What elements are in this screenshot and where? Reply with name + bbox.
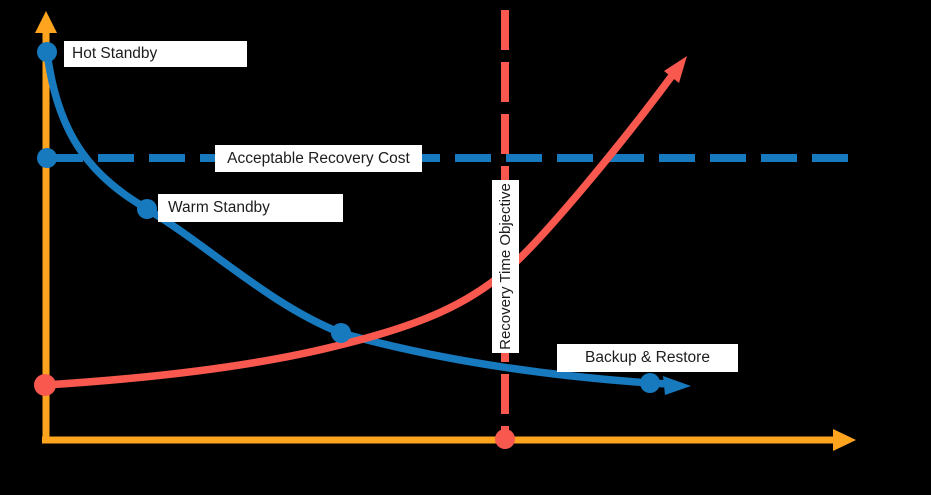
warm-standby-label: Warm Standby bbox=[158, 194, 343, 222]
backup-restore-label: Backup & Restore bbox=[557, 344, 738, 372]
warm-standby-point-marker bbox=[137, 199, 157, 219]
warm-standby-label-text: Warm Standby bbox=[168, 199, 270, 217]
hot-standby-label-text: Hot Standby bbox=[72, 45, 158, 63]
downtime-cost-curve-arrow-icon bbox=[664, 56, 687, 83]
y-axis-arrow-icon bbox=[35, 11, 57, 33]
recovery-cost-curve-arrow-icon bbox=[663, 376, 691, 395]
backup-restore-point-marker bbox=[640, 373, 660, 393]
downtime-cost-curve bbox=[41, 73, 675, 389]
hot-standby-label: Hot Standby bbox=[64, 41, 247, 67]
backup-restore-label-text: Backup & Restore bbox=[585, 349, 710, 367]
curve-mid-point-marker bbox=[331, 323, 351, 343]
acceptable-recovery-cost-label-text: Acceptable Recovery Cost bbox=[227, 149, 410, 167]
recovery-cost-curve bbox=[43, 48, 672, 388]
downtime-origin-point-marker bbox=[34, 374, 56, 396]
acceptable-cost-axis-point-marker bbox=[37, 148, 57, 168]
hot-standby-point-marker bbox=[37, 42, 57, 62]
x-axis-arrow-icon bbox=[833, 429, 856, 451]
recovery-time-objective-label-text: Recovery Time Objective bbox=[497, 183, 515, 350]
rto-axis-point-marker bbox=[495, 429, 515, 449]
acceptable-recovery-cost-label: Acceptable Recovery Cost bbox=[215, 145, 422, 172]
recovery-time-objective-label: Recovery Time Objective bbox=[492, 180, 519, 353]
